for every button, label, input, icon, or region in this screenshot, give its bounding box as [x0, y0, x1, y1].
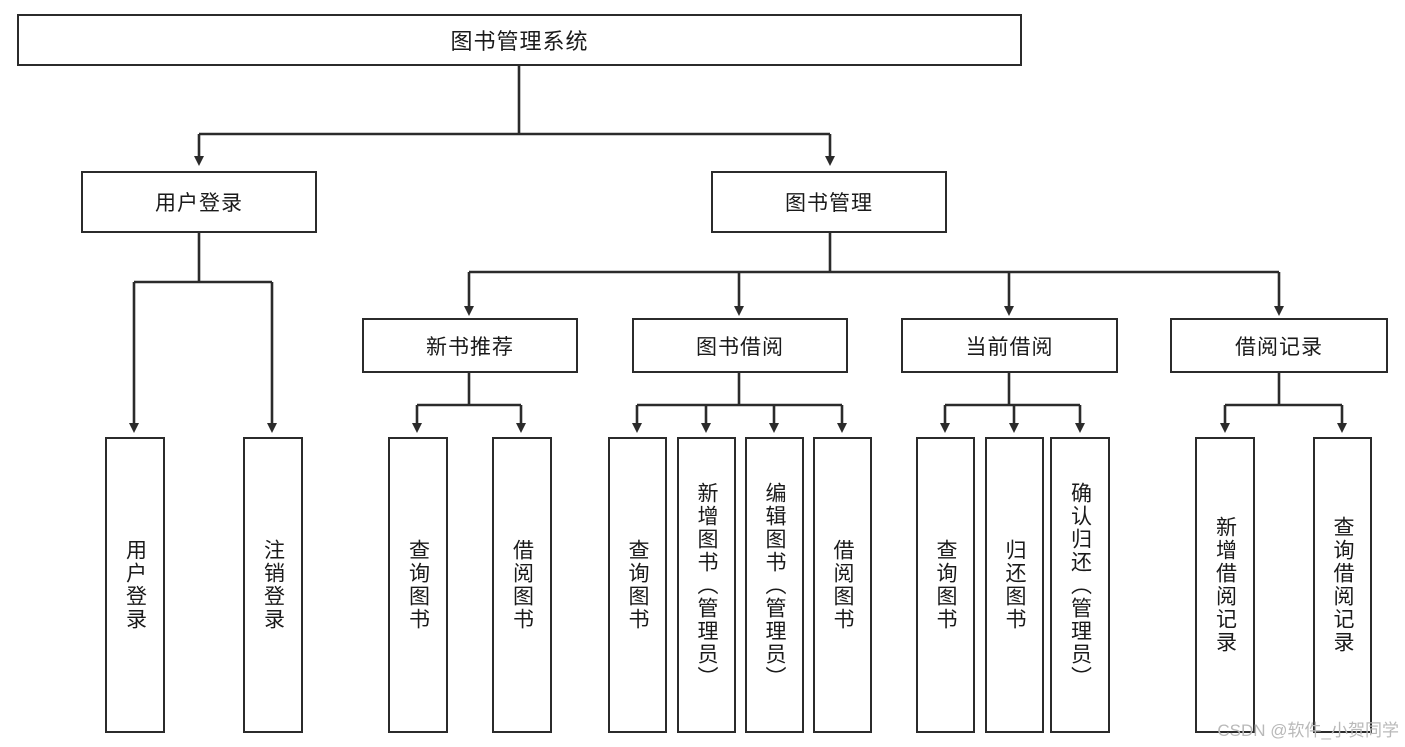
node-leaf-borrow-book-2-label: 借阅图书	[831, 539, 855, 631]
node-leaf-logout-login[interactable]: 注销登录	[243, 437, 303, 733]
node-leaf-user-login-label: 用户登录	[123, 539, 147, 631]
node-book-borrow-label: 图书借阅	[696, 335, 784, 359]
node-new-book-rec-label: 新书推荐	[426, 335, 514, 359]
node-leaf-borrow-book-1-label: 借阅图书	[510, 539, 534, 631]
node-leaf-query-book-3[interactable]: 查询图书	[916, 437, 975, 733]
node-new-book-rec[interactable]: 新书推荐	[362, 318, 578, 373]
watermark: CSDN @软件_小贺同学	[1217, 721, 1399, 740]
node-book-borrow[interactable]: 图书借阅	[632, 318, 848, 373]
node-leaf-query-book-3-label: 查询图书	[934, 539, 958, 631]
node-leaf-query-record[interactable]: 查询借阅记录	[1313, 437, 1372, 733]
node-leaf-query-book-2[interactable]: 查询图书	[608, 437, 667, 733]
node-current-borrow[interactable]: 当前借阅	[901, 318, 1118, 373]
node-leaf-confirm-return-label: 确认归还（管理员）	[1068, 481, 1092, 689]
node-leaf-add-book-label: 新增图书（管理员）	[695, 481, 719, 689]
node-user-login[interactable]: 用户登录	[81, 171, 317, 233]
node-leaf-return-book-label: 归还图书	[1003, 539, 1027, 631]
node-leaf-query-book-2-label: 查询图书	[626, 539, 650, 631]
node-leaf-edit-book[interactable]: 编辑图书（管理员）	[745, 437, 804, 733]
node-leaf-query-record-label: 查询借阅记录	[1331, 516, 1355, 654]
node-leaf-user-login[interactable]: 用户登录	[105, 437, 165, 733]
node-root-label: 图书管理系统	[450, 29, 589, 54]
node-leaf-confirm-return[interactable]: 确认归还（管理员）	[1050, 437, 1110, 733]
node-book-manage[interactable]: 图书管理	[711, 171, 947, 233]
node-root[interactable]: 图书管理系统	[17, 14, 1022, 66]
node-borrow-record-label: 借阅记录	[1235, 335, 1323, 359]
node-leaf-add-book[interactable]: 新增图书（管理员）	[677, 437, 736, 733]
node-current-borrow-label: 当前借阅	[965, 335, 1054, 359]
node-leaf-return-book[interactable]: 归还图书	[985, 437, 1044, 733]
node-leaf-logout-login-label: 注销登录	[261, 539, 285, 631]
node-leaf-borrow-book-2[interactable]: 借阅图书	[813, 437, 872, 733]
node-leaf-borrow-book-1[interactable]: 借阅图书	[492, 437, 552, 733]
node-leaf-add-record-label: 新增借阅记录	[1213, 516, 1237, 654]
node-book-manage-label: 图书管理	[785, 192, 873, 215]
node-leaf-query-book-1[interactable]: 查询图书	[388, 437, 448, 733]
node-leaf-query-book-1-label: 查询图书	[406, 539, 430, 631]
node-user-login-label: 用户登录	[155, 192, 243, 215]
node-borrow-record[interactable]: 借阅记录	[1170, 318, 1388, 373]
node-leaf-add-record[interactable]: 新增借阅记录	[1195, 437, 1255, 733]
node-leaf-edit-book-label: 编辑图书（管理员）	[763, 481, 787, 689]
